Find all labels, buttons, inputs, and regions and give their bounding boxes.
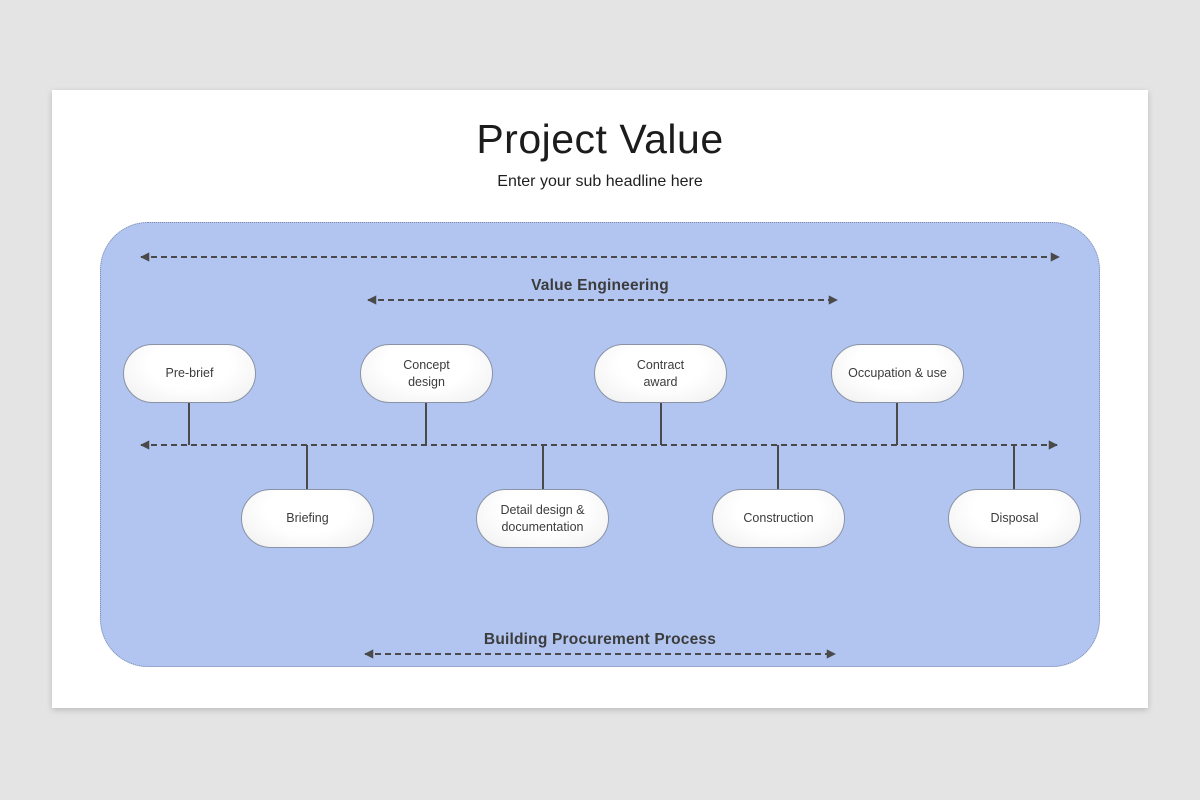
- node-pre-brief: Pre-brief: [123, 344, 256, 403]
- diagram-lines: [140, 252, 1060, 659]
- building-procurement-process-label: Building Procurement Process: [483, 631, 717, 648]
- node-detail-design: Detail design & documentation: [476, 489, 609, 548]
- node-disposal: Disposal: [948, 489, 1081, 548]
- node-briefing: Briefing: [241, 489, 374, 548]
- diagram-panel: Value Engineering Building Procurement P…: [100, 222, 1100, 667]
- node-contract-award: Contract award: [594, 344, 727, 403]
- slide-subtitle: Enter your sub headline here: [497, 173, 703, 190]
- node-briefing-label: Briefing: [286, 511, 329, 526]
- node-concept-design: Concept design: [360, 344, 493, 403]
- value-engineering-label: Value Engineering: [531, 277, 669, 294]
- node-contract-award-label: Contract award: [636, 358, 685, 389]
- node-detail-design-label: Detail design & documentation: [500, 503, 585, 534]
- slide: Project Value Enter your sub headline he…: [52, 90, 1148, 708]
- node-occupation-use: Occupation & use: [831, 344, 964, 403]
- node-construction-label: Construction: [743, 511, 814, 526]
- node-construction: Construction: [712, 489, 845, 548]
- slide-title: Project Value: [476, 116, 724, 162]
- node-occupation-use-label: Occupation & use: [848, 366, 947, 381]
- node-concept-design-label: Concept design: [403, 358, 450, 389]
- node-pre-brief-label: Pre-brief: [165, 366, 214, 381]
- node-disposal-label: Disposal: [990, 511, 1039, 526]
